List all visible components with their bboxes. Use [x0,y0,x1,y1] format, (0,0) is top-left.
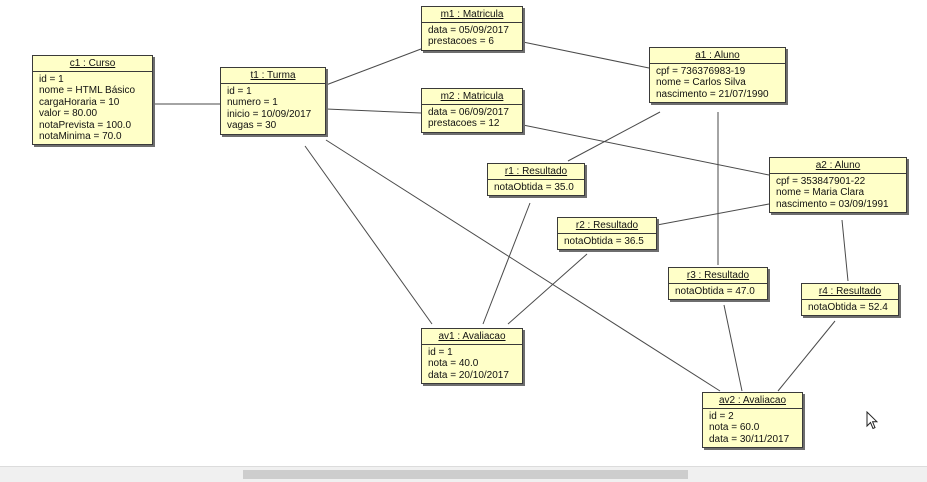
link-m2-a2[interactable] [522,124,770,176]
attribute: notaObtida = 47.0 [675,286,755,297]
diagram-canvas[interactable]: c1 : Curso id = 1 nome = HTML Básico car… [0,0,927,466]
scrollbar-thumb[interactable] [243,470,688,479]
object-title: av2 : Avaliacao [703,393,802,409]
horizontal-scrollbar[interactable] [0,466,927,482]
attribute: notaObtida = 36.5 [564,236,644,247]
attribute: notaMinima = 70.0 [39,131,122,143]
link-t1-m2[interactable] [325,108,422,114]
object-r2-resultado[interactable]: r2 : Resultado notaObtida = 36.5 [557,217,657,251]
attribute: nome = Maria Clara [776,187,865,199]
attribute: id = 1 [428,347,453,358]
object-c1-curso[interactable]: c1 : Curso id = 1 nome = HTML Básico car… [32,55,153,146]
object-title: a1 : Aluno [650,48,785,64]
attribute: notaObtida = 35.0 [494,182,574,193]
object-title: av1 : Avaliacao [422,329,522,345]
link-r4-av2[interactable] [777,320,836,392]
object-r4-resultado[interactable]: r4 : Resultado notaObtida = 52.4 [801,283,899,317]
attribute: notaPrevista = 100.0 [39,119,132,131]
link-a2-r2[interactable] [656,203,770,226]
link-t1-av2[interactable] [325,139,721,392]
attribute: id = 1 [39,74,64,85]
object-r1-resultado[interactable]: r1 : Resultado notaObtida = 35.0 [487,163,585,197]
object-title: m2 : Matricula [422,89,522,105]
attribute: id = 2 [709,411,734,422]
link-a1-r1[interactable] [567,111,661,162]
object-av2-avaliacao[interactable]: av2 : Avaliacao id = 2 nota = 60.0 data … [702,392,803,449]
object-t1-turma[interactable]: t1 : Turma id = 1 numero = 1 inicio = 10… [220,67,326,135]
attribute: cpf = 736376983-19 [656,66,746,77]
attribute: nome = Carlos Silva [656,77,746,89]
object-title: r2 : Resultado [558,218,656,234]
link-m1-a1[interactable] [522,41,650,69]
attribute: id = 1 [227,86,252,97]
link-r1-av1[interactable] [482,202,531,325]
link-r2-av1[interactable] [507,253,588,325]
attribute: prestacoes = 6 [428,36,494,48]
link-t1-m1[interactable] [325,48,422,86]
attribute: nota = 60.0 [709,422,760,434]
object-r3-resultado[interactable]: r3 : Resultado notaObtida = 47.0 [668,267,768,301]
object-title: r1 : Resultado [488,164,584,180]
object-a1-aluno[interactable]: a1 : Aluno cpf = 736376983-19 nome = Car… [649,47,786,104]
attribute: nascimento = 03/09/1991 [776,198,889,210]
attribute: inicio = 10/09/2017 [227,108,312,120]
object-title: r4 : Resultado [802,284,898,300]
attribute: valor = 80.00 [39,108,98,120]
attribute: nota = 40.0 [428,358,479,370]
object-title: c1 : Curso [33,56,152,72]
attribute: data = 05/09/2017 [428,25,509,36]
attribute: prestacoes = 12 [428,118,500,130]
association-links [153,41,849,392]
object-title: m1 : Matricula [422,7,522,23]
object-title: a2 : Aluno [770,158,906,174]
attribute: data = 06/09/2017 [428,107,509,118]
attribute: cpf = 353847901-22 [776,176,866,187]
object-title: t1 : Turma [221,68,325,84]
link-a2-r4[interactable] [841,219,849,282]
attribute: vagas = 30 [227,120,277,132]
object-title: r3 : Resultado [669,268,767,284]
link-r3-av2[interactable] [723,304,743,392]
attribute: nascimento = 21/07/1990 [656,88,769,100]
mouse-pointer-icon [866,411,878,430]
attribute: nome = HTML Básico [39,85,136,97]
object-av1-avaliacao[interactable]: av1 : Avaliacao id = 1 nota = 40.0 data … [421,328,523,385]
attribute: cargaHoraria = 10 [39,96,120,108]
link-t1-av1[interactable] [304,145,433,325]
object-a2-aluno[interactable]: a2 : Aluno cpf = 353847901-22 nome = Mar… [769,157,907,214]
object-m2-matricula[interactable]: m2 : Matricula data = 06/09/2017 prestac… [421,88,523,133]
attribute: numero = 1 [227,97,278,109]
object-m1-matricula[interactable]: m1 : Matricula data = 05/09/2017 prestac… [421,6,523,51]
attribute: data = 20/10/2017 [428,369,509,381]
attribute: notaObtida = 52.4 [808,302,888,313]
attribute: data = 30/11/2017 [709,433,790,445]
